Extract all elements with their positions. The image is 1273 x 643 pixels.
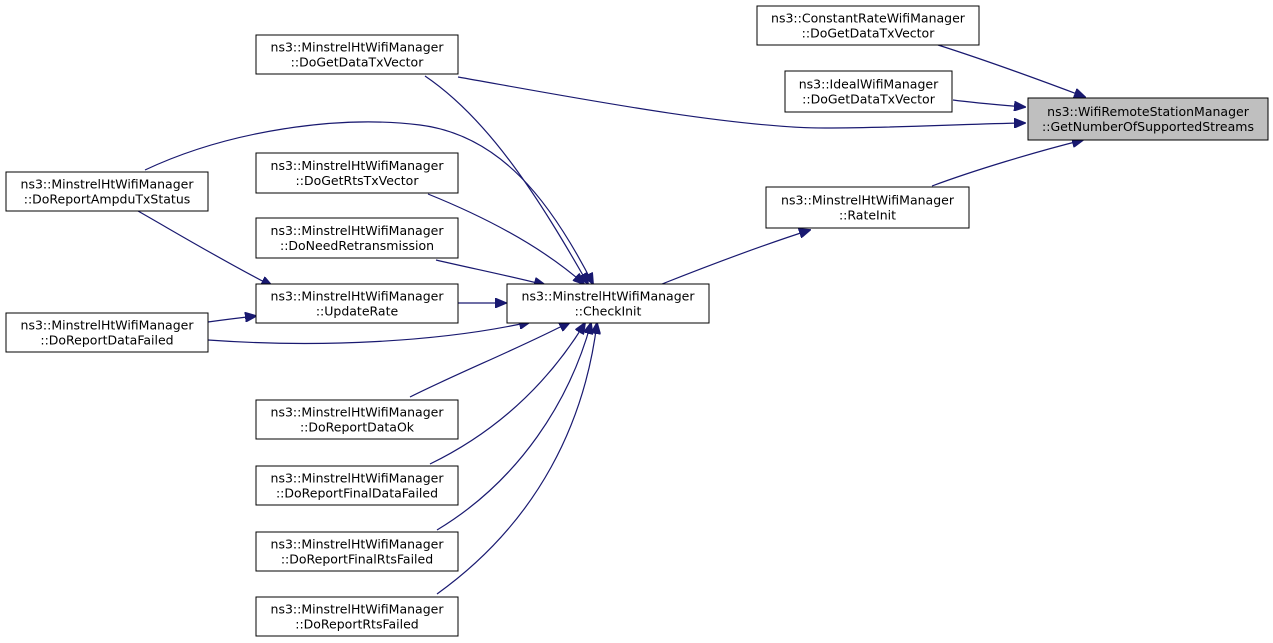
node-label-line1: ns3::MinstrelHtWifiManager (271, 602, 445, 617)
node-label-line2: ::DoGetDataTxVector (802, 26, 936, 41)
node-label-line1: ns3::MinstrelHtWifiManager (271, 158, 445, 173)
node-label-line1: ns3::MinstrelHtWifiManager (271, 405, 445, 420)
node-box (765, 186, 970, 229)
edge-minstrel-getdata-to-checkinit (424, 75, 588, 284)
edge-minstrel-getdata-to-target (457, 76, 1025, 129)
node-label-line1: ns3::MinstrelHtWifiManager (271, 223, 445, 238)
edge-finalrts-to-checkinit (436, 323, 591, 531)
edge-datafailed-to-checkinit (207, 322, 530, 345)
node-label-line2: ::DoGetRtsTxVector (296, 173, 420, 188)
edge-checkinit-to-rateinit (661, 230, 810, 285)
node-box (784, 70, 953, 113)
node-ideal[interactable]: ns3::IdealWifiManager::DoGetDataTxVector (784, 70, 953, 113)
node-box (255, 465, 459, 506)
edge-ideal-to-target (952, 99, 1025, 107)
node-label-line2: ::DoGetDataTxVector (802, 92, 936, 107)
edge-ampdu-to-updaterate (137, 210, 272, 286)
edge-dataok-to-checkinit (409, 322, 570, 398)
node-box (255, 283, 459, 324)
edge-needretx-to-checkinit (435, 259, 545, 285)
node-box (255, 399, 459, 440)
node-label-line1: ns3::MinstrelHtWifiManager (21, 318, 195, 333)
edge-ampdu-to-checkinit (144, 121, 593, 284)
node-finaldata[interactable]: ns3::MinstrelHtWifiManager::DoReportFina… (255, 465, 459, 506)
node-finalrts[interactable]: ns3::MinstrelHtWifiManager::DoReportFina… (255, 531, 459, 572)
node-label-line2: ::DoReportDataFailed (40, 333, 173, 348)
node-label-line2: ::DoReportFinalDataFailed (276, 486, 438, 501)
node-label-line1: ns3::MinstrelHtWifiManager (271, 471, 445, 486)
node-box (255, 217, 459, 259)
node-label-line2: ::DoReportAmpduTxStatus (24, 192, 191, 207)
node-label-line1: ns3::WifiRemoteStationManager (1047, 104, 1250, 119)
edge-getrts-to-checkinit (427, 193, 584, 284)
node-label-line1: ns3::IdealWifiManager (799, 77, 939, 92)
node-box (506, 283, 710, 324)
node-ampdu[interactable]: ns3::MinstrelHtWifiManager::DoReportAmpd… (5, 171, 209, 212)
node-label-line1: ns3::MinstrelHtWifiManager (271, 40, 445, 55)
node-label-line2: ::DoNeedRetransmission (280, 238, 434, 253)
node-box (255, 596, 459, 637)
edge-constant-to-target (937, 44, 1085, 97)
node-box (5, 171, 209, 212)
node-label-line1: ns3::MinstrelHtWifiManager (781, 193, 955, 208)
edges-layer (137, 44, 1085, 595)
node-box (5, 312, 209, 353)
node-label-line2: ::DoReportDataOk (300, 420, 415, 435)
node-label-line2: ::DoGetDataTxVector (291, 55, 425, 70)
node-minstrel-getdata[interactable]: ns3::MinstrelHtWifiManager::DoGetDataTxV… (255, 34, 459, 75)
node-checkinit[interactable]: ns3::MinstrelHtWifiManager::CheckInit (506, 283, 710, 324)
node-needretx[interactable]: ns3::MinstrelHtWifiManager::DoNeedRetran… (255, 217, 459, 259)
nodes-layer: ns3::WifiRemoteStationManager::GetNumber… (5, 5, 1269, 637)
node-box (756, 5, 980, 46)
node-box (255, 152, 459, 194)
node-getrts[interactable]: ns3::MinstrelHtWifiManager::DoGetRtsTxVe… (255, 152, 459, 194)
node-label-line2: ::UpdateRate (316, 304, 399, 319)
node-constant[interactable]: ns3::ConstantRateWifiManager::DoGetDataT… (756, 5, 980, 46)
node-label-line1: ns3::ConstantRateWifiManager (771, 11, 966, 26)
node-label-line1: ns3::MinstrelHtWifiManager (271, 537, 445, 552)
node-label-line2: ::DoReportFinalRtsFailed (281, 552, 433, 567)
node-label-line2: ::CheckInit (575, 304, 642, 319)
node-updaterate[interactable]: ns3::MinstrelHtWifiManager::UpdateRate (255, 283, 459, 324)
node-box (255, 34, 459, 75)
node-label-line1: ns3::MinstrelHtWifiManager (21, 177, 195, 192)
node-box (255, 531, 459, 572)
node-dataok[interactable]: ns3::MinstrelHtWifiManager::DoReportData… (255, 399, 459, 440)
node-rtsfailed[interactable]: ns3::MinstrelHtWifiManager::DoReportRtsF… (255, 596, 459, 637)
node-label-line1: ns3::MinstrelHtWifiManager (271, 289, 445, 304)
edge-rateinit-to-target (931, 140, 1083, 187)
node-label-line2: ::GetNumberOfSupportedStreams (1042, 119, 1254, 134)
node-target[interactable]: ns3::WifiRemoteStationManager::GetNumber… (1027, 97, 1269, 141)
edge-finaldata-to-checkinit (429, 323, 585, 465)
node-label-line2: ::DoReportRtsFailed (295, 617, 419, 632)
node-box (1027, 97, 1269, 141)
node-label-line2: ::RateInit (839, 208, 896, 223)
edge-datafailed-to-updaterate (207, 316, 256, 323)
node-label-line1: ns3::MinstrelHtWifiManager (522, 289, 696, 304)
node-rateinit[interactable]: ns3::MinstrelHtWifiManager::RateInit (765, 186, 970, 229)
node-datafailed[interactable]: ns3::MinstrelHtWifiManager::DoReportData… (5, 312, 209, 353)
edge-rtsfailed-to-checkinit (436, 323, 597, 595)
